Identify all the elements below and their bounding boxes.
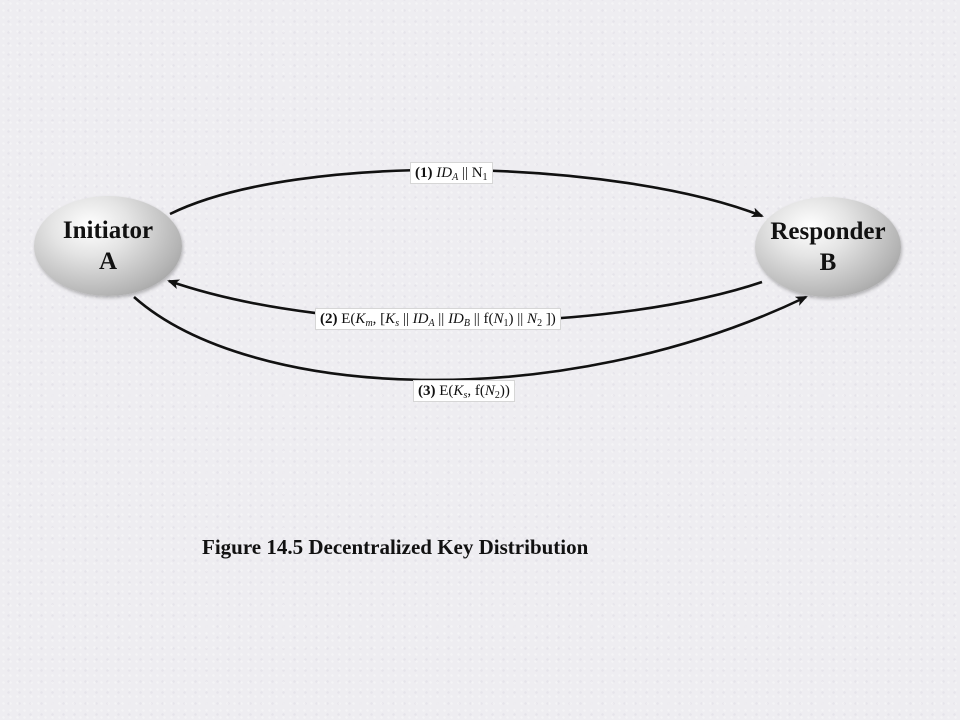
responder-name: Responder [770, 218, 886, 245]
message-2-comma-bracket: , [ [372, 311, 386, 327]
message-2-concat-3: || [473, 311, 480, 327]
message-2-concat-1: || [402, 311, 409, 327]
message-1-id-a-sub: A [452, 172, 459, 183]
message-2-f-open: f( [483, 311, 494, 327]
message-2-ks: K [385, 311, 396, 327]
message-2-concat-4: || [517, 311, 524, 327]
message-2-step: (2) [320, 311, 338, 327]
message-3-ks: K [453, 383, 464, 399]
message-1-label: (1) IDA || N1 [410, 162, 493, 184]
message-2-km-sub: m [365, 318, 373, 329]
message-2-ks-sub: s [395, 318, 400, 329]
arrow-msg-3 [133, 295, 808, 382]
message-2-n2: N [527, 311, 538, 327]
message-2-id-a: ID [412, 311, 429, 327]
message-1-id-a: ID [436, 165, 453, 181]
message-1-concat: || [461, 165, 468, 181]
message-3-close: )) [499, 383, 510, 399]
message-2-id-a-sub: A [428, 318, 435, 329]
message-2-label: (2) E(Km, [Ks || IDA || IDB || f(N1) || … [315, 308, 561, 330]
message-3-comma-f: , f( [467, 383, 485, 399]
message-2-n1: N [493, 311, 504, 327]
message-2-id-b-sub: B [463, 318, 470, 329]
message-2-km: K [355, 311, 366, 327]
message-2-f-close: ) [508, 311, 514, 327]
figure-caption: Figure 14.5 Decentralized Key Distributi… [202, 535, 589, 559]
message-2-close: ]) [545, 311, 556, 327]
initiator-id: A [98, 248, 118, 275]
initiator-name: Initiator [62, 217, 154, 244]
message-2-n1-sub: 1 [503, 318, 509, 329]
message-2-concat-2: || [438, 311, 445, 327]
message-3-n2: N [484, 383, 495, 399]
responder-node: Responder B [755, 197, 901, 297]
message-1-nonce-sub: 1 [482, 172, 488, 183]
message-2-e-open: E( [341, 311, 356, 327]
responder-id: B [819, 249, 837, 276]
message-2-id-b: ID [448, 311, 464, 327]
message-3-n2-sub: 2 [494, 390, 500, 401]
message-3-e-open: E( [439, 383, 454, 399]
message-1-step: (1) [415, 165, 433, 181]
message-3-label: (3) E(Ks, f(N2)) [413, 380, 515, 402]
initiator-node: Initiator A [34, 196, 182, 296]
message-2-n2-sub: 2 [537, 318, 543, 329]
message-3-step: (3) [418, 383, 436, 399]
message-1-nonce: N [471, 165, 483, 181]
message-3-ks-sub: s [463, 390, 468, 401]
